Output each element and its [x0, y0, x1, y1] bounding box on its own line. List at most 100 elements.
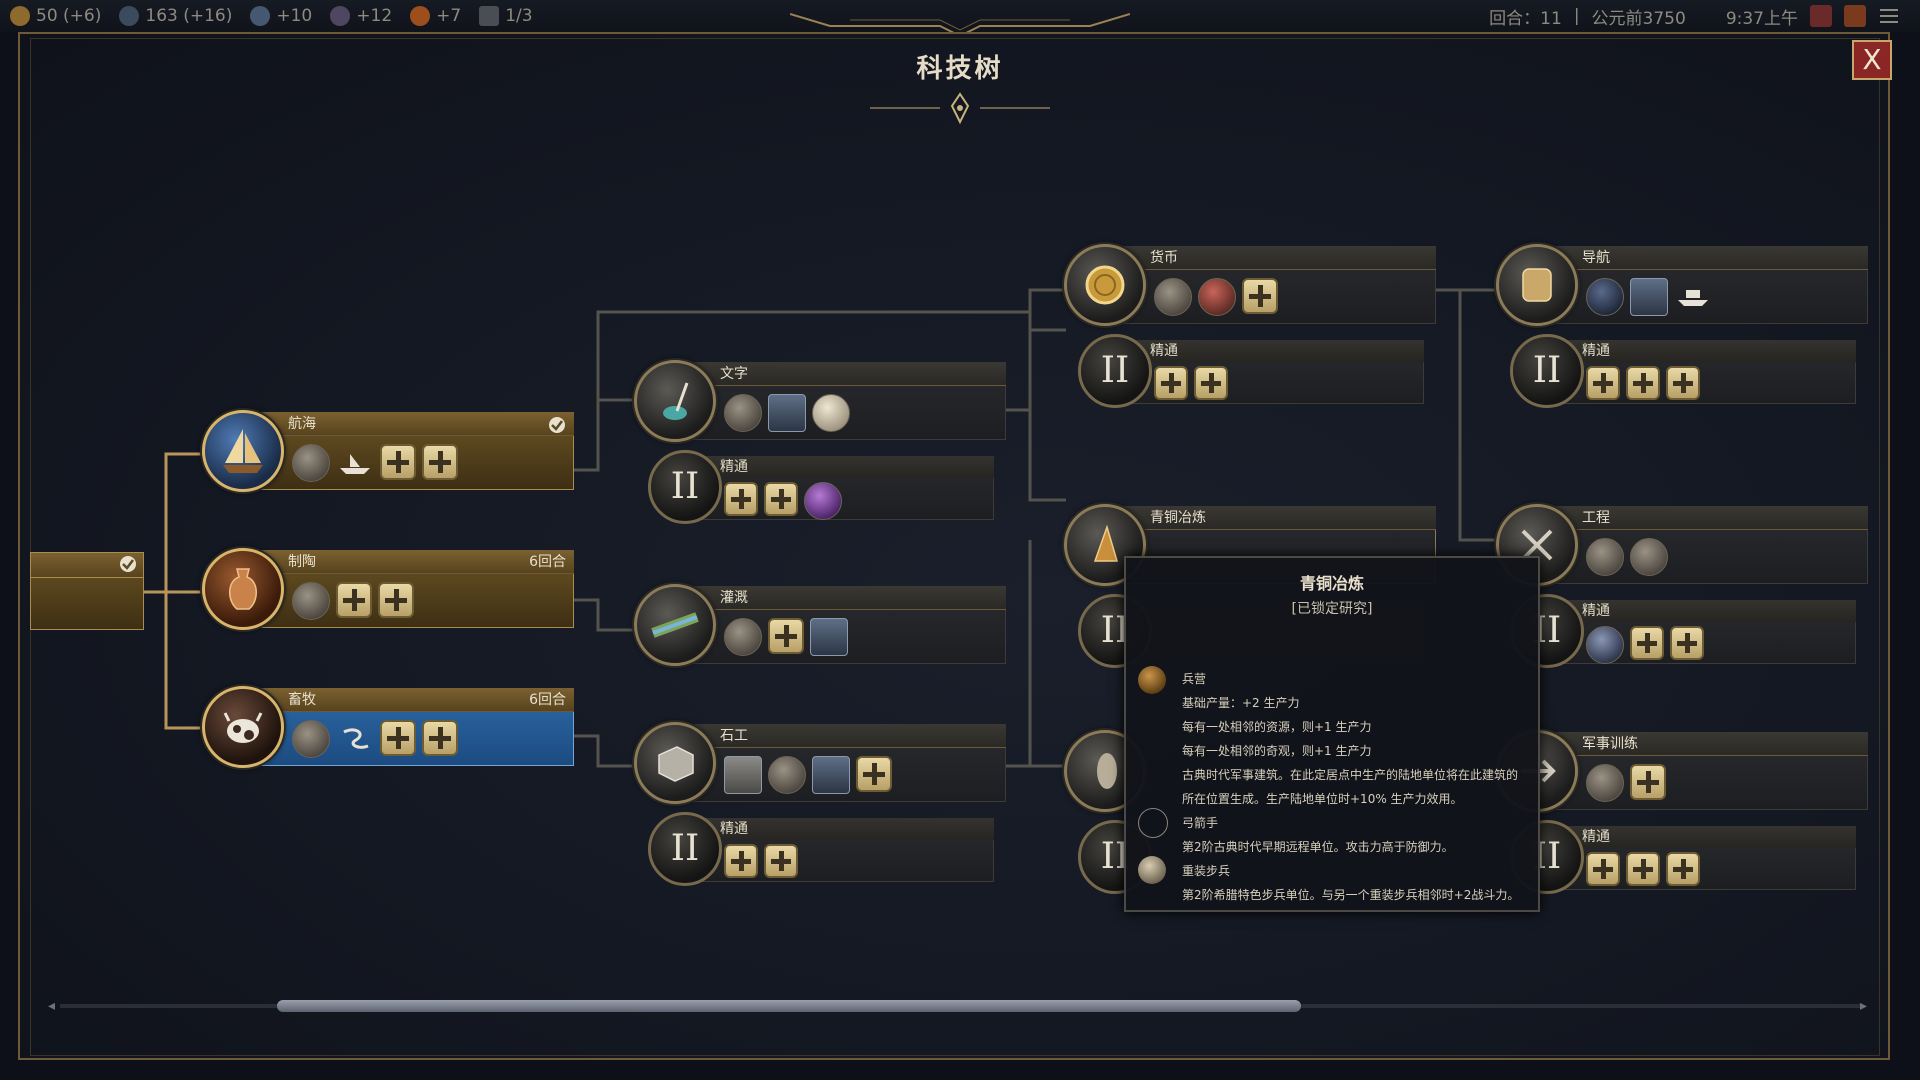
menu-icon[interactable]: [1878, 5, 1900, 27]
plus-icon[interactable]: [1194, 366, 1228, 400]
tech-name: 航海: [252, 412, 574, 436]
tech-name: 石工: [684, 724, 1006, 748]
tech-military-training[interactable]: 军事训练: [1496, 730, 1868, 814]
camp-icon[interactable]: [1586, 764, 1624, 802]
trireme-icon[interactable]: [1674, 278, 1712, 316]
plus-icon[interactable]: [1242, 278, 1278, 314]
plus-icon[interactable]: [1666, 366, 1700, 400]
scroll-wonder-icon[interactable]: [768, 394, 806, 432]
science-resource[interactable]: 163 (+16): [119, 6, 232, 26]
checkmark-icon: [549, 417, 565, 433]
help-icon[interactable]: [1844, 5, 1866, 27]
gem-icon[interactable]: [804, 482, 842, 520]
plus-icon[interactable]: [1626, 366, 1660, 400]
close-button[interactable]: X: [1852, 40, 1892, 80]
notification-icon[interactable]: [1810, 5, 1832, 27]
tooltip-item-name: 兵营: [1182, 672, 1207, 686]
tech-navigation[interactable]: 导航: [1496, 244, 1868, 328]
tooltip-line: 基础产量：+2 生产力: [1182, 696, 1300, 710]
plus-icon[interactable]: [1666, 852, 1700, 886]
tooltip-line: 第2阶希腊特色步兵单位。与另一个重装步兵相邻时+2战斗力。: [1182, 888, 1520, 902]
tech-name-label: 制陶: [288, 554, 316, 570]
tech-irrigation[interactable]: 灌溉: [634, 584, 1006, 668]
tooltip-line: 所在位置生成。生产陆地单位时+10% 生产力效用。: [1182, 792, 1463, 806]
scroll-right-arrow[interactable]: ▸: [1860, 998, 1868, 1014]
plus-icon[interactable]: [1154, 366, 1188, 400]
scrollbar-thumb[interactable]: [277, 1000, 1302, 1012]
plus-icon[interactable]: [1626, 852, 1660, 886]
tech-root-researched[interactable]: [30, 552, 144, 630]
mastery-writing[interactable]: 精通 II: [648, 450, 994, 524]
panel-frame: [30, 38, 1880, 1056]
lighthouse-icon[interactable]: [1586, 278, 1624, 316]
tech-currency[interactable]: 货币: [1064, 244, 1436, 328]
pasture-icon[interactable]: [292, 720, 330, 758]
sailboat-icon: [202, 410, 284, 492]
farm-icon[interactable]: [724, 618, 762, 656]
culture-resource[interactable]: +12: [330, 6, 392, 26]
market-icon[interactable]: [1154, 278, 1192, 316]
plus-icon[interactable]: [764, 482, 798, 516]
quill-inkwell-icon: [634, 360, 716, 442]
plus-icon[interactable]: [422, 444, 458, 480]
plus-icon[interactable]: [1586, 366, 1620, 400]
mastery-currency[interactable]: 精通 II: [1078, 334, 1424, 408]
happiness-resource[interactable]: +7: [410, 6, 461, 26]
unlock-icons: [1586, 852, 1706, 886]
harbor-icon[interactable]: [292, 444, 330, 482]
lightbulb-icon[interactable]: [812, 394, 850, 432]
tech-sailing[interactable]: 航海: [202, 410, 574, 494]
obelisk-icon[interactable]: [768, 756, 806, 794]
pyramid-icon[interactable]: [812, 756, 850, 794]
mastery-engineering[interactable]: 精通 II: [1510, 594, 1856, 668]
workshop-icon[interactable]: [1630, 538, 1668, 576]
quarry-icon[interactable]: [724, 756, 762, 794]
mastery-masonry[interactable]: 精通 II: [648, 812, 994, 886]
tech-engineering[interactable]: 工程: [1496, 504, 1868, 588]
plus-icon[interactable]: [380, 444, 416, 480]
tech-name: 货币: [1114, 246, 1436, 270]
bazaar-icon[interactable]: [1198, 278, 1236, 316]
tech-pottery[interactable]: 制陶 6回合: [202, 548, 574, 632]
plus-icon[interactable]: [768, 618, 804, 654]
plus-icon[interactable]: [422, 720, 458, 756]
plus-icon[interactable]: [380, 720, 416, 756]
plus-icon[interactable]: [724, 844, 758, 878]
tech-writing[interactable]: 文字: [634, 360, 1006, 444]
aqueduct-icon[interactable]: [810, 618, 848, 656]
settlement-resource[interactable]: 1/3: [479, 6, 533, 26]
faith-resource[interactable]: +10: [250, 6, 312, 26]
turn-info: 回合：11 | 公元前3750 9:37上午: [1477, 0, 1900, 32]
title-ornament: [870, 92, 1050, 125]
tech-name: 工程: [1546, 506, 1868, 530]
plus-icon[interactable]: [1630, 626, 1664, 660]
mastery-label: 精通: [1554, 600, 1856, 622]
canal-icon: [634, 584, 716, 666]
tech-husbandry[interactable]: 畜牧 6回合: [202, 686, 574, 770]
mastery-label: 精通: [692, 818, 994, 840]
mastery-navigation[interactable]: 精通 II: [1510, 334, 1856, 408]
plus-icon[interactable]: [1670, 626, 1704, 660]
plus-icon[interactable]: [1586, 852, 1620, 886]
bath-icon[interactable]: [1586, 626, 1624, 664]
plus-icon[interactable]: [336, 582, 372, 618]
vase-icon: [202, 548, 284, 630]
plus-icon[interactable]: [1630, 764, 1666, 800]
plus-icon[interactable]: [724, 482, 758, 516]
harbor-wonder-icon[interactable]: [1630, 278, 1668, 316]
library-icon[interactable]: [724, 394, 762, 432]
plus-icon[interactable]: [764, 844, 798, 878]
gold-resource[interactable]: 50 (+6): [10, 6, 101, 26]
aqueduct-icon[interactable]: [1586, 538, 1624, 576]
tech-name-label: 畜牧: [288, 692, 316, 708]
granary-icon[interactable]: [292, 582, 330, 620]
plus-icon[interactable]: [378, 582, 414, 618]
mastery-numeral: II: [648, 450, 722, 524]
horse-icon[interactable]: [336, 720, 374, 758]
ship-icon[interactable]: [336, 444, 374, 482]
tooltip-item-name: 弓箭手: [1182, 816, 1219, 830]
scroll-left-arrow[interactable]: ◂: [48, 998, 56, 1014]
plus-icon[interactable]: [856, 756, 892, 792]
tech-masonry[interactable]: 石工: [634, 722, 1006, 806]
mastery-military-training[interactable]: 精通 II: [1510, 820, 1856, 894]
